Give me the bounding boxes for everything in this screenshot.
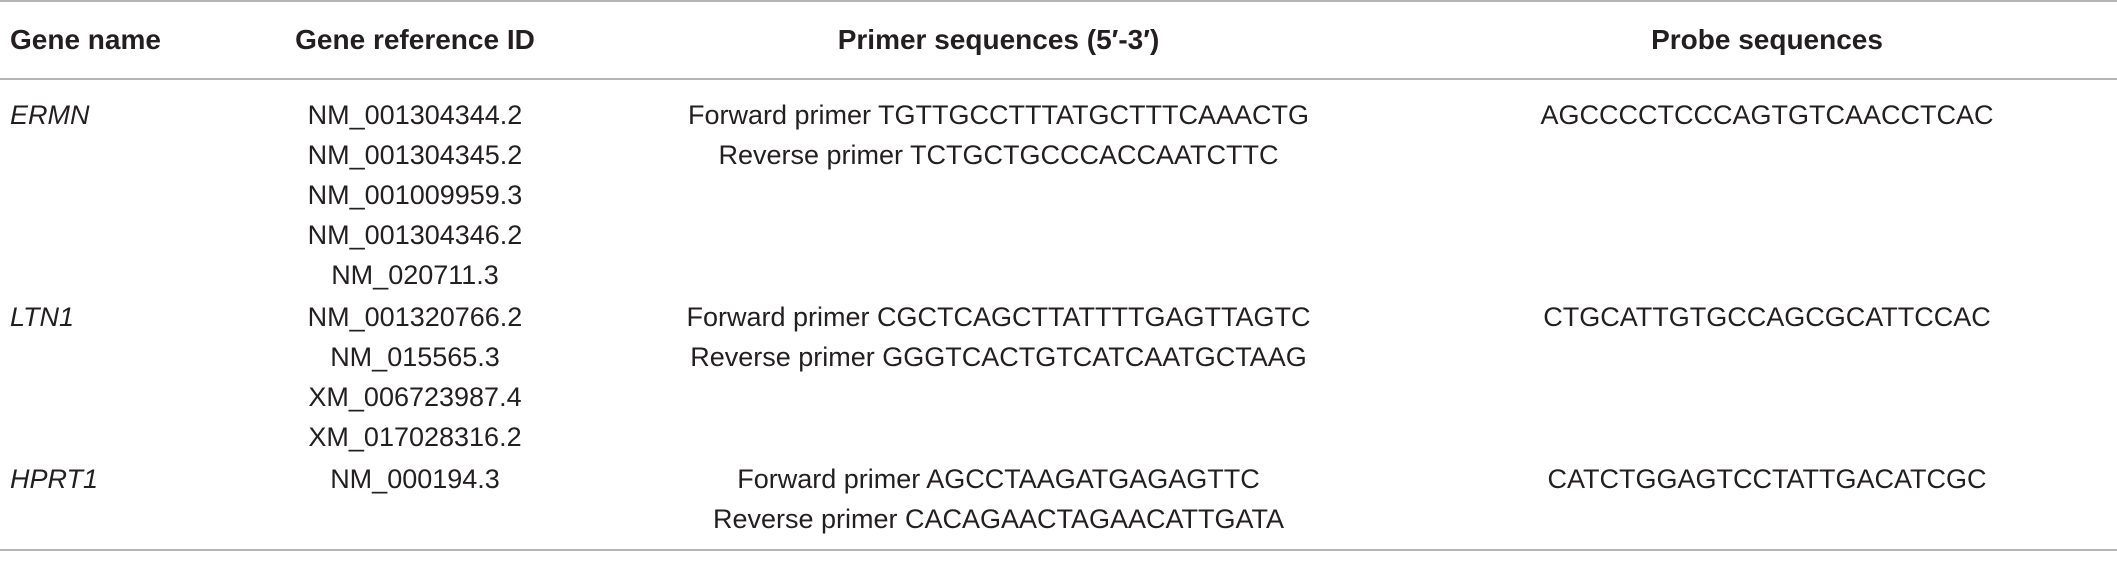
forward-primer: Forward primer CGCTCAGCTTATTTTGAGTTAGTC (686, 302, 1311, 332)
reference-id: NM_000194.3 (330, 464, 500, 494)
reference-id-cell: NM_001320766.2 NM_015565.3 XM_006723987.… (250, 297, 580, 459)
table-body: ERMN NM_001304344.2 NM_001304345.2 NM_00… (0, 79, 2117, 551)
primer-sequences-cell: Forward primer TGTTGCCTTTATGCTTTCAAACTG … (580, 79, 1417, 297)
gene-name-cell: LTN1 (10, 302, 75, 332)
reference-id: NM_001304346.2 (307, 220, 523, 250)
reference-id: NM_015565.3 (330, 342, 500, 372)
forward-primer: Forward primer AGCCTAAGATGAGAGTTC (737, 464, 1260, 494)
reference-id: NM_001304344.2 (307, 100, 523, 130)
probe-sequence-cell: AGCCCCTCCCAGTGTCAACCTCAC (1540, 100, 1994, 130)
probe-sequence-cell: CATCTGGAGTCCTATTGACATCGC (1417, 459, 2117, 551)
table-row-ermn: ERMN NM_001304344.2 NM_001304345.2 NM_00… (0, 79, 2117, 297)
reverse-primer: Reverse primer TCTGCTGCCCACCAATCTTC (718, 140, 1279, 170)
header-row: Gene name Gene reference ID Primer seque… (0, 0, 2117, 80)
reverse-primer: Reverse primer GGGTCACTGTCATCAATGCTAAG (690, 342, 1307, 372)
reference-id: NM_001009959.3 (307, 180, 523, 210)
table-header: Gene name Gene reference ID Primer seque… (0, 0, 2117, 80)
header-primer-sequences: Primer sequences (5′-3′) (580, 0, 1417, 80)
gene-name-cell: HPRT1 (0, 459, 250, 551)
header-gene-reference-id: Gene reference ID (250, 0, 580, 80)
table-row-ltn1: LTN1 NM_001320766.2 NM_015565.3 XM_00672… (0, 297, 2117, 459)
primer-sequences-cell: Forward primer CGCTCAGCTTATTTTGAGTTAGTC … (580, 297, 1417, 459)
probe-sequence-cell: CTGCATTGTGCCAGCGCATTCCAC (1543, 302, 1991, 332)
header-gene-name: Gene name (0, 0, 250, 80)
gene-name-cell: ERMN (10, 100, 90, 130)
reference-id: XM_017028316.2 (308, 422, 522, 452)
primer-probe-table: Gene name Gene reference ID Primer seque… (0, 0, 2117, 551)
reverse-primer: Reverse primer CACAGAACTAGAACATTGATA (712, 504, 1285, 534)
reference-id: NM_001320766.2 (307, 302, 523, 332)
reference-id-cell: NM_000194.3 (250, 459, 580, 551)
forward-primer: Forward primer TGTTGCCTTTATGCTTTCAAACTG (688, 100, 1309, 130)
reference-id-cell: NM_001304344.2 NM_001304345.2 NM_0010099… (250, 79, 580, 297)
primer-sequences-cell: Forward primer AGCCTAAGATGAGAGTTC Revers… (580, 459, 1417, 551)
header-probe-sequences: Probe sequences (1417, 0, 2117, 80)
table-row-hprt1: HPRT1 NM_000194.3 Forward primer AGCCTAA… (0, 459, 2117, 551)
reference-id: NM_001304345.2 (307, 140, 523, 170)
reference-id: XM_006723987.4 (308, 382, 522, 412)
reference-id: NM_020711.3 (331, 260, 499, 290)
